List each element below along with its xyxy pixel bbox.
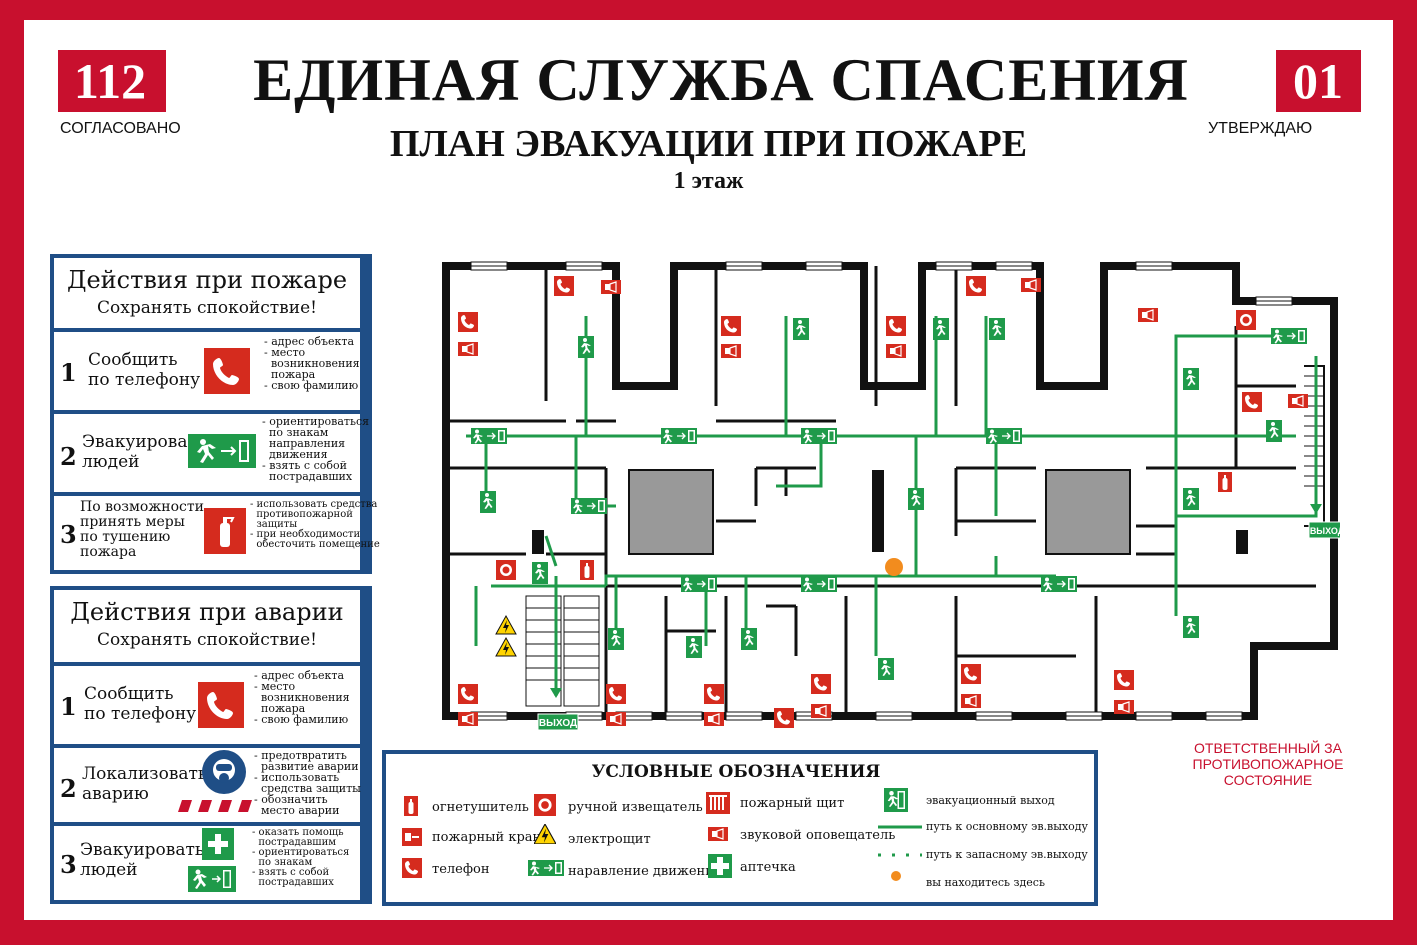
direction-sign-icon — [528, 860, 564, 876]
fire-step-2: 2 Эвакуировать людей - ориентироваться п… — [54, 414, 369, 492]
exit-label: ВЫХОД — [539, 718, 577, 729]
first-aid-icon — [708, 854, 732, 878]
step-notes: - предотвратить развитие аварии - исполь… — [254, 749, 361, 817]
siren-icon — [708, 827, 728, 841]
accident-step-2: 2 Локализовать аварию - предотвратить ра… — [54, 748, 361, 822]
legend-siren: звуковой оповещатель — [740, 828, 896, 843]
step-notes: - ориентироваться по знакам направления … — [262, 415, 370, 483]
accident-panel-subtitle: Сохранять спокойствие! — [97, 630, 317, 650]
step-number: 1 — [60, 358, 77, 387]
legend-manual-alarm: ручной извещатель — [568, 800, 703, 815]
building-outline — [442, 262, 1338, 720]
evacuation-exit-icon — [188, 434, 256, 468]
evacuation-exit-icon — [884, 788, 908, 812]
telephone-icon — [204, 348, 250, 394]
legend-hydrant: пожарный кран — [432, 830, 542, 845]
header-title: ЕДИНАЯ СЛУЖБА СПАСЕНИЯ — [166, 44, 1276, 116]
elevator-shaft — [628, 469, 714, 555]
step-number: 2 — [60, 774, 77, 803]
legend-you-are-here: вы находитесь здесь — [926, 876, 1045, 889]
fire-board-icon — [706, 792, 730, 814]
protective-mask-icon — [202, 750, 246, 794]
step-notes: - оказать помощь пострадавшим - ориентир… — [252, 827, 350, 888]
telephone-icon — [402, 858, 422, 878]
step-text: Сообщить по телефону — [84, 684, 197, 724]
step-number: 3 — [60, 850, 77, 879]
evacuation-direction-signs — [470, 318, 1308, 680]
emergency-number-112: 112 — [73, 53, 147, 109]
stairwell — [525, 595, 600, 707]
telephone-icon — [198, 682, 244, 728]
step-notes: - адрес объекта - место возникновения по… — [264, 335, 360, 392]
danger-tape-icon — [174, 800, 252, 812]
legend-fire-board: пожарный щит — [740, 796, 845, 811]
step-notes: - адрес объекта - место возникновения по… — [254, 669, 350, 726]
legend-electrical-panel: электрощит — [568, 832, 651, 847]
fire-step-3: 3 По возможности принять меры по тушению… — [54, 496, 380, 570]
accident-panel-title: Действия при аварии — [70, 598, 344, 626]
responsible-person-label: ОТВЕТСТВЕННЫЙ ЗА ПРОТИВОПОЖАРНОЕ СОСТОЯН… — [1192, 740, 1344, 788]
electrical-panel-icon — [534, 824, 556, 844]
step-text: Эвакуировать людей — [82, 432, 207, 472]
accident-actions-panel: Действия при аварии Сохранять спокойстви… — [50, 586, 372, 904]
step-notes: - использовать средства противопожарной … — [250, 499, 380, 550]
wall-stubs — [532, 470, 1248, 554]
legend-first-aid: аптечка — [740, 860, 796, 875]
legend-direction: наравление движения — [568, 864, 723, 879]
fire-panel-header: Действия при пожаре Сохранять спокойстви… — [54, 258, 360, 328]
accident-panel-header: Действия при аварии Сохранять спокойстви… — [54, 590, 360, 662]
fire-actions-panel: Действия при пожаре Сохранять спокойстви… — [50, 254, 380, 574]
first-aid-icon — [202, 828, 234, 860]
fire-panel-title: Действия при пожаре — [66, 266, 348, 294]
evacuation-exit-icon — [188, 866, 236, 892]
accident-step-1: 1 Сообщить по телефону - адрес объекта -… — [54, 666, 360, 744]
evacuation-plan-poster: 112 01 ЕДИНАЯ СЛУЖБА СПАСЕНИЯ СОГЛАСОВАН… — [24, 20, 1393, 920]
manual-call-point-icon — [534, 794, 556, 816]
exit-label: ВЫХОД — [1310, 526, 1340, 536]
fire-extinguisher-icon — [204, 508, 246, 554]
legend-panel: УСЛОВНЫЕ ОБОЗНАЧЕНИЯ огнетушитель пожарн… — [382, 750, 1098, 906]
step-text: Сообщить по телефону — [88, 350, 201, 390]
you-are-here-marker — [885, 558, 903, 576]
floor-label: 1 этаж — [673, 168, 744, 194]
agreed-label: СОГЛАСОВАНО — [60, 120, 181, 137]
step-number: 3 — [60, 520, 77, 549]
floor-plan: ВЫХОД ВЫХОД — [442, 261, 1340, 731]
legend-spare-path: путь к запасному эв.выходу — [926, 848, 1088, 861]
step-text: Эвакуировать людей — [80, 840, 205, 880]
accident-step-3: 3 Эвакуировать людей - оказать помощь по… — [54, 826, 360, 900]
fire-number-01: 01 — [1293, 53, 1343, 109]
approve-label: УТВЕРЖДАЮ — [1208, 120, 1313, 137]
step-text: Локализовать аварию — [82, 764, 208, 804]
legend-title: УСЛОВНЫЕ ОБОЗНАЧЕНИЯ — [591, 762, 881, 782]
legend-main-path: путь к основному эв.выходу — [926, 820, 1089, 833]
legend-phone: телефон — [432, 862, 490, 877]
you-are-here-icon — [891, 871, 901, 881]
step-text: По возможности принять меры по тушению п… — [80, 499, 204, 560]
elevator-shaft — [1045, 469, 1131, 555]
step-number: 1 — [60, 692, 77, 721]
plan-title: ПЛАН ЭВАКУАЦИИ ПРИ ПОЖАРЕ — [389, 123, 1028, 165]
extinguisher-icon — [404, 796, 418, 816]
step-number: 2 — [60, 442, 77, 471]
spare-path-line-icon — [878, 853, 922, 857]
fire-panel-subtitle: Сохранять спокойствие! — [97, 298, 317, 318]
legend-exit: эвакуационный выход — [926, 794, 1055, 807]
fire-step-1: 1 Сообщить по телефону - адрес объекта -… — [54, 332, 360, 410]
fire-hydrant-icon — [402, 828, 422, 846]
legend-extinguisher: огнетушитель — [432, 800, 529, 815]
main-path-line-icon — [878, 825, 922, 829]
